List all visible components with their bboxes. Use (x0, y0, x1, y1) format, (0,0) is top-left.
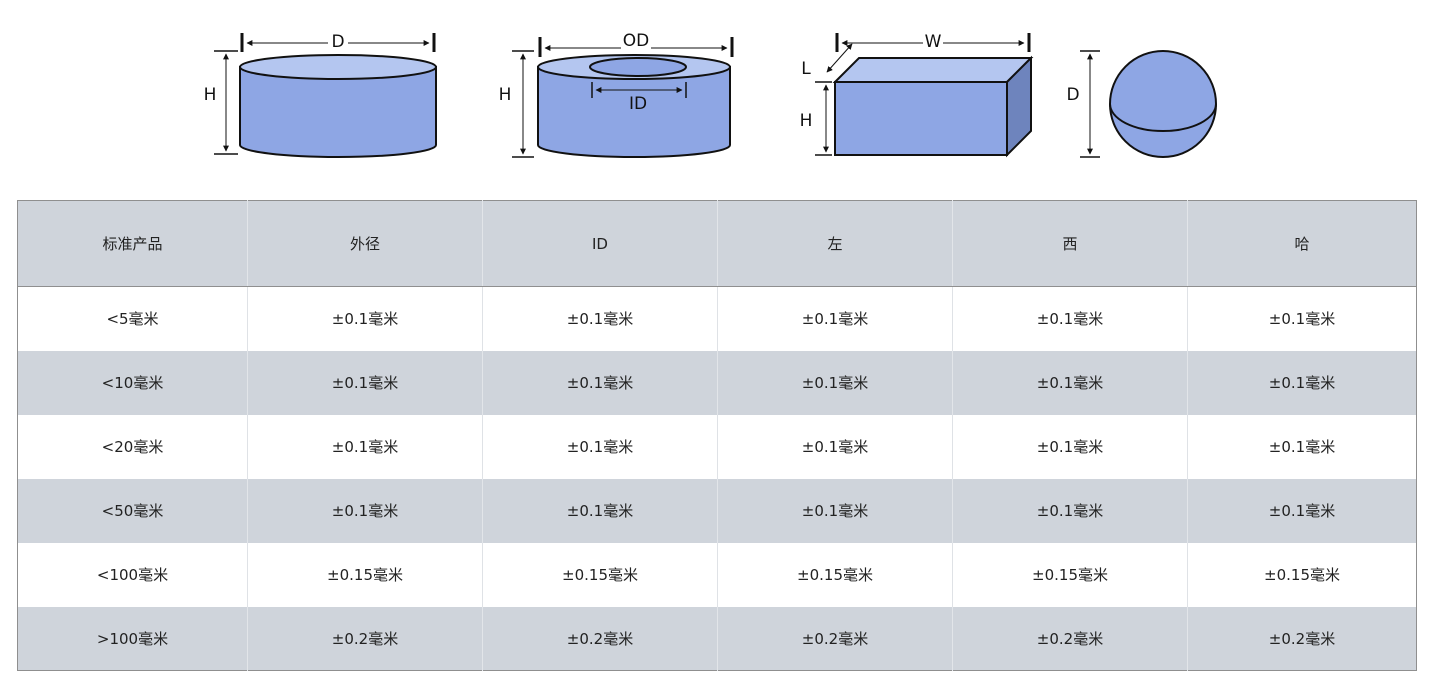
block-h-label: H (800, 111, 813, 131)
table-cell: <50毫米 (17, 478, 248, 543)
table-header-row: 标准产品 外径 ID 左 西 哈 (17, 200, 1417, 287)
table-cell: ±0.1毫米 (1268, 374, 1336, 392)
shape-figures: D H OD H ID W L (201, 30, 1217, 158)
table-cell: ±0.1毫米 (247, 414, 483, 479)
table-cell: <5毫米 (17, 286, 248, 351)
header-left: 左 (717, 200, 953, 287)
table-cell: >100毫米 (17, 606, 248, 671)
table-cell: ±0.1毫米 (482, 478, 718, 543)
table-row: <20毫米 ±0.1毫米 ±0.1毫米 ±0.1毫米 ±0.1毫米 ±0.1毫米 (17, 414, 1417, 479)
table-cell: ±0.1毫米 (482, 414, 718, 479)
table-cell: ±0.2毫米 (717, 606, 953, 671)
block-front (834, 81, 1008, 156)
table-cell: ±0.1毫米 (952, 414, 1188, 479)
table-cell: ±0.1毫米 (482, 350, 718, 415)
table-cell: <100毫米 (17, 542, 248, 607)
tolerance-table: 标准产品 外径 ID 左 西 哈 <5毫米 ±0.1毫米 ±0.1毫米 ±0.1… (17, 200, 1417, 671)
table-cell: ±0.2毫米 (247, 606, 483, 671)
table-cell: ±0.2毫米 (482, 606, 718, 671)
table-cell: ±0.15毫米 (1264, 566, 1340, 584)
block-top (832, 57, 1034, 83)
sphere-d-label: D (1066, 85, 1079, 105)
cylinder-h-label: H (204, 85, 217, 105)
table-cell: ±0.1毫米 (717, 478, 953, 543)
cylinder-body (239, 66, 437, 158)
table-cell: ±0.15毫米 (952, 542, 1188, 607)
table-cell: ±0.1毫米 (1268, 438, 1336, 456)
header-inner-diameter: ID (482, 200, 718, 287)
table-cell: ±0.1毫米 (1268, 502, 1336, 520)
block-l-label: L (801, 59, 811, 79)
header-ha: 哈 (1187, 200, 1417, 287)
table-row: <50毫米 ±0.1毫米 ±0.1毫米 ±0.1毫米 ±0.1毫米 ±0.1毫米 (17, 478, 1417, 543)
table-cell: ±0.1毫米 (247, 286, 483, 351)
table-cell: ±0.1毫米 (952, 478, 1188, 543)
table-cell: ±0.2毫米 (952, 606, 1188, 671)
table-row: <10毫米 ±0.1毫米 ±0.1毫米 ±0.1毫米 ±0.1毫米 ±0.1毫米 (17, 350, 1417, 415)
table-cell: ±0.15毫米 (482, 542, 718, 607)
ring-h-label: H (499, 85, 512, 105)
table-cell: ±0.1毫米 (717, 286, 953, 351)
ring-od-label: OD (623, 31, 649, 51)
ring-id-label: ID (629, 94, 647, 114)
sphere-body (1109, 50, 1217, 158)
table-cell: ±0.1毫米 (717, 350, 953, 415)
cylinder-figure: D H (201, 31, 437, 158)
table-cell: ±0.1毫米 (717, 414, 953, 479)
table-cell: ±0.1毫米 (482, 286, 718, 351)
ring-hole (589, 57, 687, 77)
header-west: 西 (952, 200, 1188, 287)
ring-figure: OD H ID (496, 30, 734, 158)
table-cell: ±0.1毫米 (1268, 310, 1336, 329)
table-cell: ±0.2毫米 (1268, 629, 1336, 648)
table-cell: <10毫米 (17, 350, 248, 415)
table-row: >100毫米 ±0.2毫米 ±0.2毫米 ±0.2毫米 ±0.2毫米 ±0.2毫… (17, 606, 1417, 671)
table-row: <5毫米 ±0.1毫米 ±0.1毫米 ±0.1毫米 ±0.1毫米 ±0.1毫米 (17, 286, 1417, 351)
table-cell: ±0.1毫米 (247, 350, 483, 415)
block-figure: W L H (797, 31, 1034, 158)
table-cell: ±0.1毫米 (952, 350, 1188, 415)
cylinder-top (239, 54, 437, 80)
table-cell: ±0.15毫米 (717, 542, 953, 607)
block-w-label: W (925, 32, 942, 52)
table-row: <100毫米 ±0.15毫米 ±0.15毫米 ±0.15毫米 ±0.15毫米 ±… (17, 542, 1417, 607)
header-standard-product: 标准产品 (17, 200, 248, 287)
table-cell: <20毫米 (17, 414, 248, 479)
table-cell: ±0.1毫米 (247, 478, 483, 543)
table-cell: ±0.15毫米 (247, 542, 483, 607)
cylinder-d-label: D (331, 32, 344, 52)
header-outer-diameter: 外径 (247, 200, 483, 287)
table-cell: ±0.1毫米 (952, 286, 1188, 351)
sphere-equator (1109, 103, 1217, 132)
sphere-figure: D (1064, 50, 1217, 158)
